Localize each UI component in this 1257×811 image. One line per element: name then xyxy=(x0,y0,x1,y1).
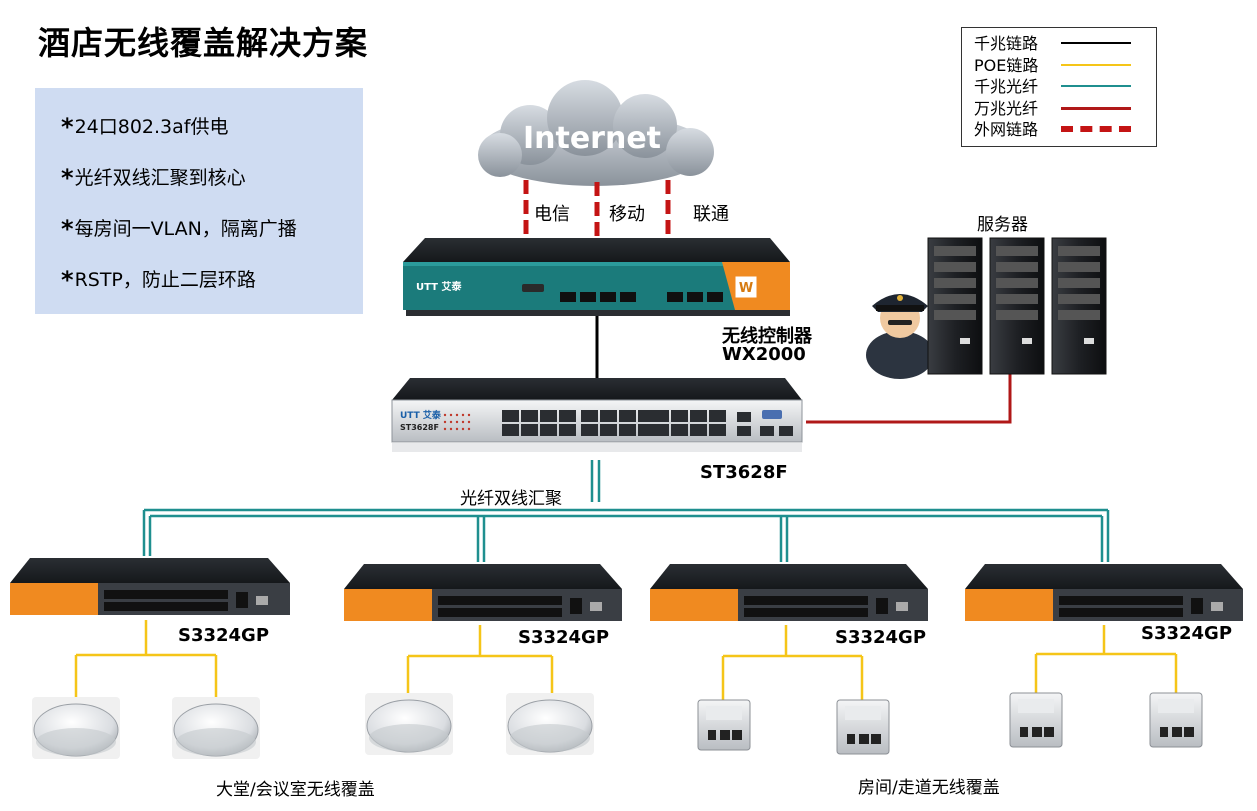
poe-links xyxy=(74,620,1178,700)
legend-item: 千兆光纤 xyxy=(962,76,1156,98)
legend-item: 千兆链路 xyxy=(962,33,1156,55)
controller-model: WX2000 xyxy=(722,344,806,365)
10g-fiber-link xyxy=(806,372,1012,424)
isp-links xyxy=(523,180,671,240)
controller-name: 无线控制器 xyxy=(722,326,812,347)
server-icon xyxy=(927,237,983,375)
internet-label: Internet xyxy=(523,121,661,156)
wall-access-point-icon xyxy=(1149,692,1203,748)
brand-logo: UTT 艾泰 xyxy=(416,280,462,293)
server-icon xyxy=(1051,237,1107,375)
server-icon xyxy=(989,237,1045,375)
feature-list: *24口802.3af供电 *光纤双线汇聚到核心 *每房间一VLAN，隔离广播 … xyxy=(35,88,363,314)
svg-text:W: W xyxy=(739,281,753,296)
core-switch-front-label: ST3628F xyxy=(400,423,439,432)
wall-access-point-icon xyxy=(836,699,890,755)
feature-item: *光纤双线汇聚到核心 xyxy=(61,164,246,192)
isp-label: 电信 xyxy=(534,204,570,225)
isp-label: 联通 xyxy=(693,204,729,225)
ceiling-access-point-icon xyxy=(365,693,453,755)
aggregation-label: 光纤双线汇聚 xyxy=(460,489,562,509)
ceiling-access-point-icon xyxy=(32,697,120,759)
internet-cloud-icon xyxy=(478,80,714,186)
feature-item: *每房间一VLAN，隔离广播 xyxy=(61,215,297,243)
page-title: 酒店无线覆盖解决方案 xyxy=(38,24,369,62)
wall-access-point-icon xyxy=(697,699,751,751)
ceiling-access-point-icon xyxy=(506,693,594,755)
access-switch-icon xyxy=(344,564,622,621)
core-switch-icon xyxy=(391,378,803,452)
wall-access-point-icon xyxy=(1009,692,1063,748)
access-switch-icon xyxy=(650,564,928,621)
isp-label: 移动 xyxy=(609,204,645,225)
feature-item: *24口802.3af供电 xyxy=(61,113,229,141)
core-switch-model: ST3628F xyxy=(700,462,788,483)
legend: 千兆链路 POE链路 千兆光纤 万兆光纤 外网链路 xyxy=(961,27,1157,147)
fiber-aggregation-links xyxy=(142,460,1110,562)
ceiling-access-point-icon xyxy=(172,697,260,759)
access-switch-model: S3324GP xyxy=(518,627,610,648)
servers-label: 服务器 xyxy=(977,215,1028,235)
wireless-controller-icon: W xyxy=(403,238,790,316)
brand-logo: UTT 艾泰 xyxy=(400,409,442,421)
access-switch-model: S3324GP xyxy=(835,627,927,648)
access-switch-model: S3324GP xyxy=(1141,623,1233,644)
legend-item: 万兆光纤 xyxy=(962,98,1156,120)
access-switch-model: S3324GP xyxy=(178,625,270,646)
legend-item: POE链路 xyxy=(962,55,1156,77)
lobby-coverage-label: 大堂/会议室无线覆盖 xyxy=(216,780,375,800)
administrator-icon xyxy=(866,294,934,379)
legend-item: 外网链路 xyxy=(962,119,1156,141)
access-switch-icon xyxy=(965,564,1243,621)
feature-item: *RSTP，防止二层环路 xyxy=(61,266,256,294)
access-switch-icon xyxy=(10,558,290,615)
rooms-coverage-label: 房间/走道无线覆盖 xyxy=(858,778,1000,798)
